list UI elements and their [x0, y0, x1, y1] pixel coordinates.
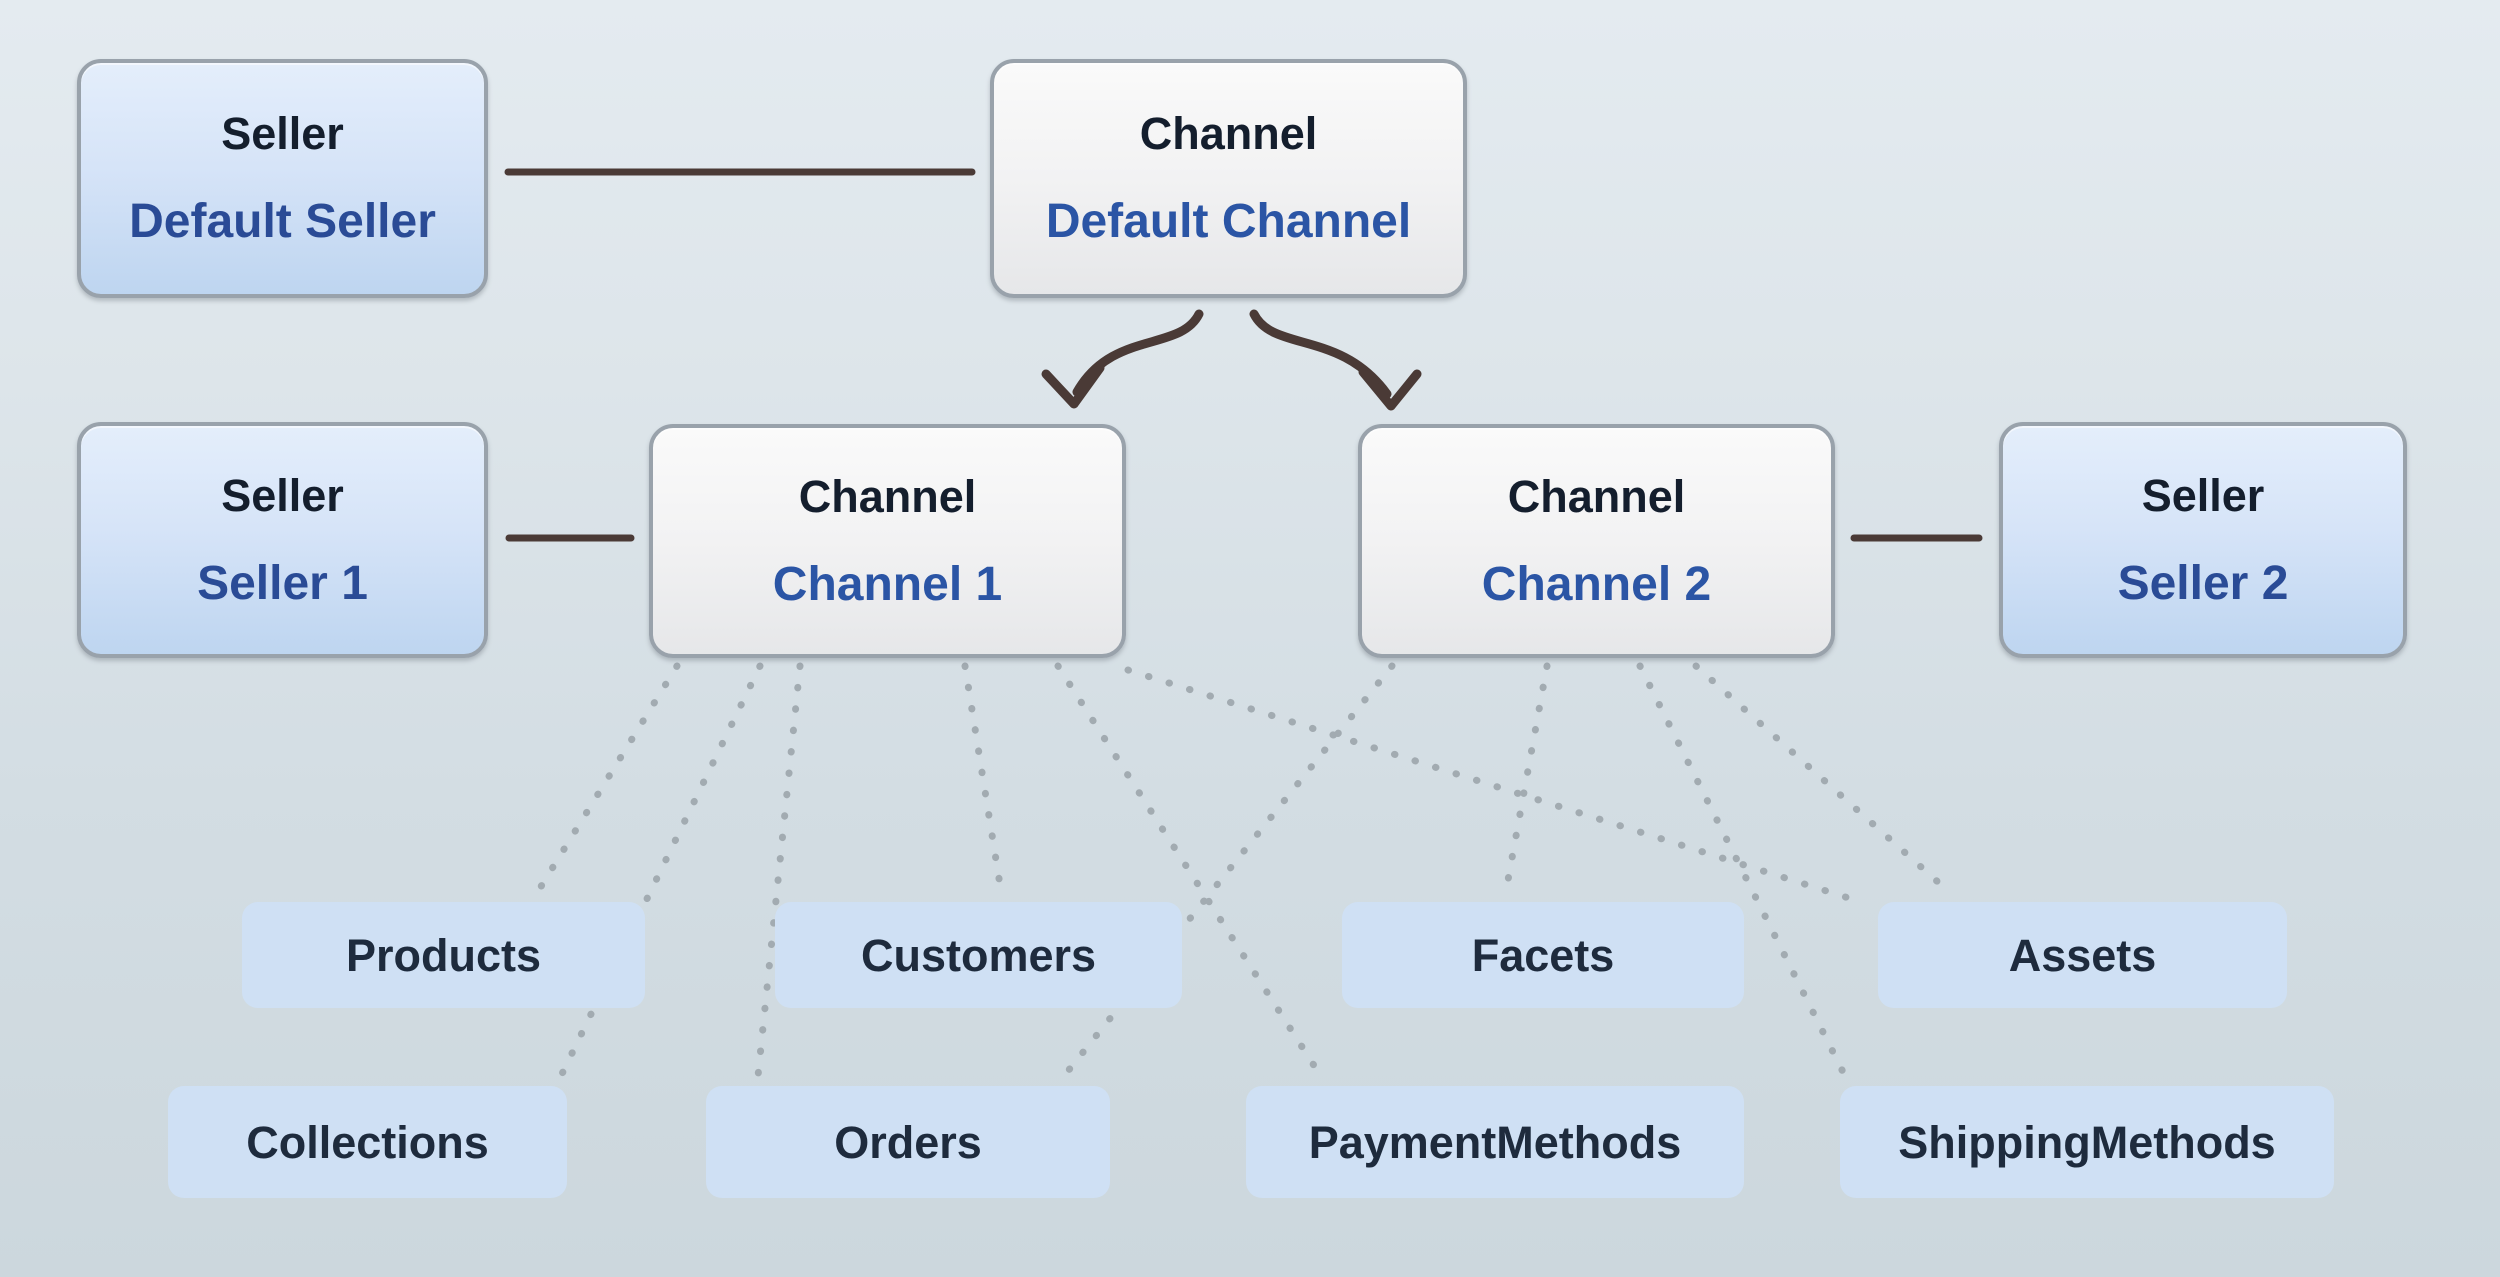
entity-label: ShippingMethods [1898, 1116, 2276, 1168]
arrow-default-channel-to-channel1 [1072, 309, 1204, 397]
node-title: Seller [221, 469, 344, 521]
entity-orders: Orders [706, 1086, 1110, 1198]
entity-customers: Customers [775, 902, 1182, 1008]
arrowhead-channel2-icon [1358, 367, 1422, 411]
entity-label: Assets [2008, 929, 2157, 981]
node-seller-2: Seller Seller 2 [1999, 422, 2407, 658]
node-subtitle: Seller 1 [197, 556, 368, 610]
node-title: Seller [221, 108, 344, 159]
dotted-channel1-collections [556, 662, 764, 1082]
arrow-edges [1041, 309, 1422, 411]
entity-label: Customers [860, 929, 1097, 981]
entity-label: Products [345, 929, 542, 981]
arrowhead-channel1-icon [1041, 363, 1105, 409]
node-channel-2: Channel Channel 2 [1358, 424, 1835, 658]
entity-label: Orders [834, 1116, 982, 1168]
dotted-channel1-customers [961, 662, 1005, 895]
dotted-channel1-paymentmethods [1054, 662, 1326, 1082]
dotted-channel2-orders [1060, 662, 1396, 1080]
dotted-channel1-assets [1124, 666, 1862, 905]
entity-label: Collections [246, 1116, 489, 1168]
node-seller-1: Seller Seller 1 [77, 422, 488, 658]
node-subtitle: Channel 2 [1481, 557, 1712, 611]
node-default-seller: Seller Default Seller [77, 59, 488, 298]
node-subtitle: Default Seller [129, 195, 436, 248]
entity-collections: Collections [168, 1086, 567, 1198]
node-title: Channel [1139, 108, 1318, 159]
entity-products: Products [242, 902, 645, 1008]
node-title: Channel [1507, 470, 1686, 522]
node-subtitle: Default Channel [1045, 195, 1412, 248]
node-title: Seller [2141, 469, 2265, 521]
arrow-default-channel-to-channel2 [1249, 309, 1392, 399]
node-title: Channel [798, 470, 977, 522]
node-default-channel: Channel Default Channel [990, 59, 1467, 298]
dotted-channel2-shippingmethods [1636, 662, 1850, 1082]
entity-facets: Facets [1342, 902, 1744, 1008]
dotted-channel2-facets [1502, 662, 1551, 895]
node-subtitle: Channel 1 [772, 557, 1003, 611]
entity-label: PaymentMethods [1308, 1116, 1682, 1168]
node-subtitle: Seller 2 [2117, 556, 2289, 610]
entity-shippingmethods: ShippingMethods [1840, 1086, 2334, 1198]
entity-paymentmethods: PaymentMethods [1246, 1086, 1744, 1198]
dotted-channel2-assets [1692, 662, 1952, 895]
dotted-channel1-orders [754, 662, 804, 1080]
entity-assets: Assets [1878, 902, 2287, 1008]
entity-label: Facets [1471, 929, 1615, 981]
node-channel-1: Channel Channel 1 [649, 424, 1126, 658]
dotted-channel1-products [533, 662, 681, 897]
dotted-edges [533, 662, 1952, 1082]
